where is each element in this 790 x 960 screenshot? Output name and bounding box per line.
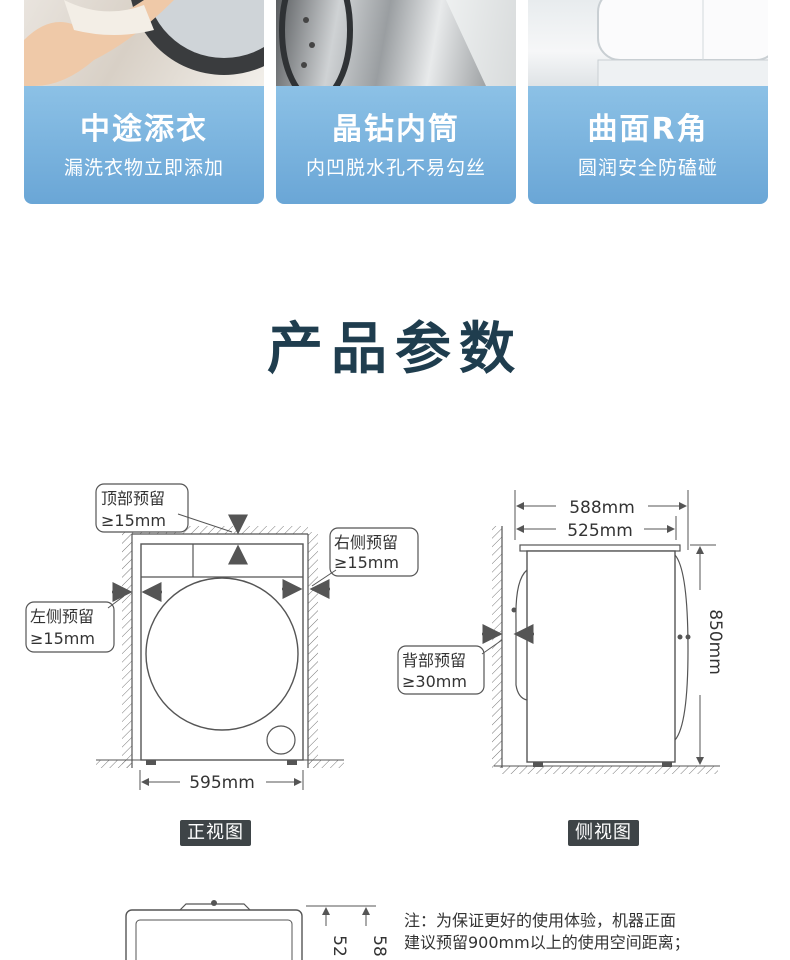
filter-cap [266, 725, 296, 755]
installation-note: 注：为保证更好的使用体验，机器正面 建议预留900mm以上的使用空间距离； [404, 910, 784, 954]
right-clearance-label: 右侧预留 [334, 533, 398, 552]
top-clearance-callout: 顶部预留 ≥15mm [95, 483, 233, 533]
side-view-tag: 侧视图 [568, 820, 639, 846]
section-title: 产品参数 [267, 317, 523, 382]
back-clearance-value: ≥30mm [402, 672, 467, 691]
feature-title: 中途添衣 [80, 112, 208, 147]
feature-panel: 中途添衣 漏洗衣物立即添加 [24, 86, 264, 204]
feature-subtitle: 圆润安全防磕碰 [577, 157, 718, 179]
ceiling [132, 526, 308, 534]
feature-title: 晶钻内筒 [332, 112, 460, 147]
feature-cards: 中途添衣 漏洗衣物立即添加 晶钻内筒 内凹脱水孔不易勾丝 [0, 0, 790, 204]
feature-photo-r-corner [528, 0, 768, 86]
feature-card-add-clothes: 中途添衣 漏洗衣物立即添加 [24, 0, 264, 204]
feature-subtitle: 漏洗衣物立即添加 [63, 157, 224, 179]
feature-title: 曲面R角 [587, 112, 709, 147]
feature-subtitle: 内凹脱水孔不易勾丝 [305, 157, 486, 179]
drum-image [279, 0, 516, 86]
right-clearance-value: ≥15mm [334, 553, 399, 572]
top-depth-b: 58 [369, 935, 389, 957]
height-dimension: 850mm [705, 609, 725, 675]
feature-photo-add-clothes [24, 0, 264, 86]
top-depth-a: 52 [329, 935, 349, 957]
dimension-diagrams: 顶部预留 ≥15mm 右侧预留 ≥15mm 左侧预留 ≥15mm 595mm [25, 483, 725, 960]
note-line-2: 建议预留900mm以上的使用空间距离； [404, 933, 690, 952]
top-clearance-value: ≥15mm [101, 511, 166, 530]
left-clearance-value: ≥15mm [30, 629, 95, 648]
washer-side [511, 544, 691, 767]
back-clearance-callout: 背部预留 ≥30mm [397, 639, 503, 695]
front-view-tag: 正视图 [180, 820, 251, 846]
left-wall [122, 532, 132, 768]
side-view: 背部预留 ≥30mm 588mm 525mm 850mm [397, 490, 725, 774]
drum-door-image [24, 0, 264, 86]
front-view: 顶部预留 ≥15mm 右侧预留 ≥15mm 左侧预留 ≥15mm 595mm [25, 483, 419, 793]
top-view: 52 58 [125, 900, 389, 960]
right-clearance-callout: 右侧预留 ≥15mm [311, 527, 419, 587]
feature-panel: 曲面R角 圆润安全防磕碰 [528, 86, 768, 204]
left-clearance-callout: 左侧预留 ≥15mm [25, 595, 125, 653]
right-wall [308, 532, 318, 768]
corner-image [597, 0, 768, 86]
note-line-1: 注：为保证更好的使用体验，机器正面 [404, 911, 677, 930]
left-clearance-label: 左侧预留 [30, 607, 94, 626]
feature-card-r-corner: 曲面R角 圆润安全防磕碰 [528, 0, 768, 204]
body-depth-dimension: 525mm [567, 521, 633, 541]
total-depth-dimension: 588mm [569, 498, 635, 518]
back-wall [492, 526, 502, 768]
top-clearance-label: 顶部预留 [101, 489, 165, 508]
front-width-dimension: 595mm [189, 773, 255, 793]
feature-panel: 晶钻内筒 内凹脱水孔不易勾丝 [276, 86, 516, 204]
door-circle [145, 577, 299, 731]
washer-front [140, 543, 304, 765]
back-clearance-label: 背部预留 [402, 651, 466, 670]
feature-card-drum: 晶钻内筒 内凹脱水孔不易勾丝 [276, 0, 516, 204]
feature-photo-drum [276, 0, 516, 86]
